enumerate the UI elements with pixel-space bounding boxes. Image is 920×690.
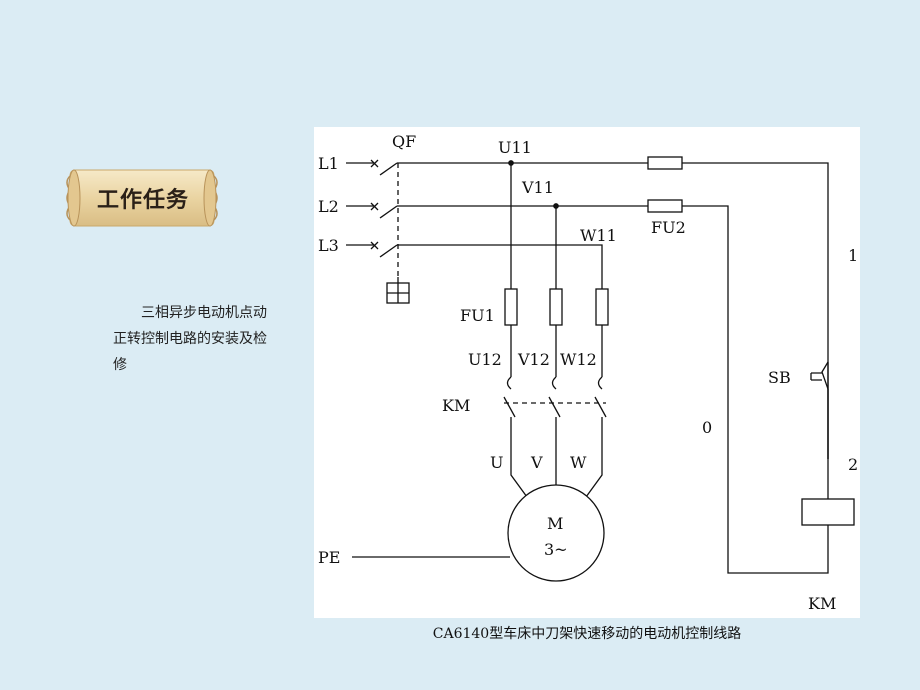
circuit-diagram-panel: L1 L2 L3 QF U11 V11 W11 FU2 FU1 U12 V12 …: [314, 127, 860, 618]
label-motor-M: M: [547, 514, 563, 533]
fuse-FU1-U: [504, 288, 518, 326]
label-node0: 0: [702, 418, 712, 437]
km-blade-V: [548, 396, 561, 418]
label-node2: 2: [848, 455, 858, 474]
circuit-diagram: L1 L2 L3 QF U11 V11 W11 FU2 FU1 U12 V12 …: [318, 132, 858, 613]
breaker-x-L1: [370, 159, 379, 168]
label-W: W: [570, 453, 587, 472]
km-blade-W: [594, 396, 607, 418]
label-KM-contacts: KM: [442, 396, 470, 415]
fuse-FU1-W: [595, 288, 609, 326]
label-W11: W11: [580, 226, 617, 245]
wire-U: [510, 417, 528, 498]
label-FU2: FU2: [651, 218, 686, 237]
scroll-banner-icon: [66, 169, 218, 227]
label-motor-phase: 3~: [544, 540, 568, 559]
wire-L2-main: [397, 205, 829, 574]
wire-W: [585, 417, 603, 498]
label-SB: SB: [768, 368, 791, 387]
label-U11: U11: [498, 138, 532, 157]
label-U12: U12: [468, 350, 502, 369]
km-blade-U: [503, 396, 516, 418]
label-L3: L3: [318, 236, 339, 255]
label-FU1: FU1: [460, 306, 495, 325]
fuse-FU1-V: [549, 288, 563, 326]
label-U: U: [490, 453, 503, 472]
diagram-caption: CA6140型车床中刀架快速移动的电动机控制线路: [432, 626, 742, 642]
label-V12: V12: [517, 350, 550, 369]
label-L2: L2: [318, 197, 339, 216]
label-V11: V11: [521, 178, 554, 197]
label-V: V: [530, 453, 543, 472]
breaker-handle-cross: [387, 283, 409, 303]
label-node1: 1: [848, 246, 858, 265]
wire-L3-main: [397, 244, 603, 289]
label-QF: QF: [392, 132, 416, 151]
km-contact-V-top: [551, 376, 557, 390]
km-contact-U-top: [506, 376, 512, 390]
label-PE: PE: [318, 548, 340, 567]
wires-U12-V12-W12: [510, 325, 603, 377]
breaker-x-L3: [370, 241, 379, 250]
fuse-FU2-bottom: [647, 199, 683, 213]
breaker-x-L2: [370, 202, 379, 211]
breaker-contact-L3: [379, 244, 398, 258]
label-L1: L1: [318, 154, 339, 173]
sb-switch-blade: [821, 361, 829, 390]
wire-L1-main: [397, 162, 829, 459]
task-badge: 工作任务: [62, 162, 220, 232]
breaker-contact-L1: [379, 162, 398, 176]
fuse-FU2-top: [647, 156, 683, 170]
label-KM-coil: KM: [808, 594, 836, 613]
label-W12: W12: [560, 350, 597, 369]
km-coil: [801, 498, 855, 526]
task-description: 三相异步电动机点动正转控制电路的安装及检修: [113, 305, 267, 373]
breaker-contact-L2: [379, 205, 398, 219]
motor-circle: [507, 484, 605, 582]
km-contact-W-top: [597, 376, 603, 390]
sb-pushbutton: [810, 372, 822, 381]
badge-title: 工作任务: [96, 188, 189, 213]
